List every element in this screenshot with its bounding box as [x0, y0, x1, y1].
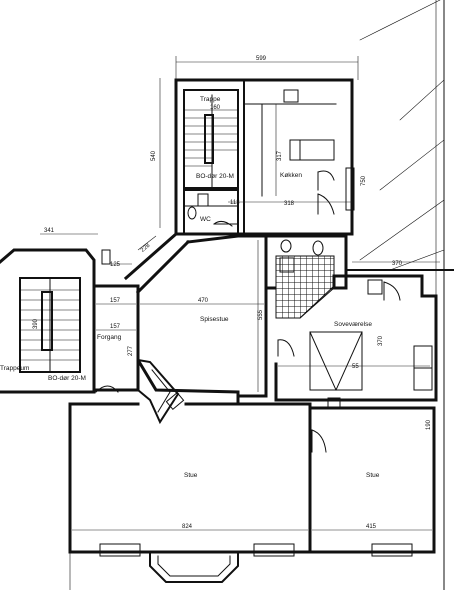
dim-55: 55	[352, 364, 359, 370]
dim-370-top: 370	[392, 261, 403, 267]
dim-390: 390	[33, 318, 39, 329]
dim-trappe-160: 160	[210, 105, 221, 111]
dim-540: 540	[151, 150, 157, 161]
dim-824: 824	[182, 524, 193, 530]
label-bo-dor-top: BO-dør 20-M	[196, 173, 234, 180]
dim-317: 317	[277, 150, 283, 161]
dim-157-top: 157	[110, 298, 121, 304]
left-stair-steps	[19, 289, 81, 361]
dim-157-bot: 157	[110, 324, 121, 330]
left-stair-block: 341 390 Trappeum BO-dør 20-M	[0, 228, 98, 394]
label-wc: WC	[200, 216, 211, 223]
dim-599: 599	[256, 56, 267, 62]
top-dimension: 599	[175, 56, 359, 80]
right-hall: 370	[345, 235, 454, 271]
stair-height-dimension: 540	[151, 78, 161, 228]
label-trappeum: Trappeum	[0, 365, 29, 372]
label-kokken: Køkken	[280, 172, 302, 179]
label-spisestue: Spisestue	[200, 316, 229, 323]
label-stue-left: Stue	[184, 472, 198, 479]
label-stue-right: Stue	[366, 472, 380, 479]
dim-277: 277	[128, 345, 134, 356]
right-border-lines	[359, 0, 445, 590]
diagonal-corridor: 228 125	[101, 231, 191, 295]
living-rooms: Stue Stue 824 415 190	[68, 394, 436, 590]
bathroom	[264, 234, 348, 357]
dim-113: 113	[230, 200, 240, 206]
bedroom: Soveværelse 55 370	[274, 274, 438, 402]
dim-341: 341	[44, 228, 55, 234]
dim-750: 750	[361, 175, 367, 186]
dim-190: 190	[426, 419, 432, 430]
dim-555: 555	[258, 309, 264, 320]
label-bo-dor-left: BO-dør 20-M	[48, 375, 86, 382]
dim-318: 318	[284, 201, 295, 207]
dim-470: 470	[198, 298, 209, 304]
dim-228: 228	[140, 242, 152, 253]
dim-370-side: 370	[378, 335, 384, 346]
label-forgang: Forgang	[97, 334, 122, 341]
stair-steps	[183, 109, 239, 167]
dim-415: 415	[366, 524, 377, 530]
label-sovevaerelse: Soveværelse	[334, 321, 372, 328]
dim-125: 125	[110, 262, 121, 268]
north-wing: Trappe 160 BO-dør 20-M Køkken 317 318 75…	[174, 78, 367, 236]
label-trappe: Trappe	[200, 96, 221, 103]
